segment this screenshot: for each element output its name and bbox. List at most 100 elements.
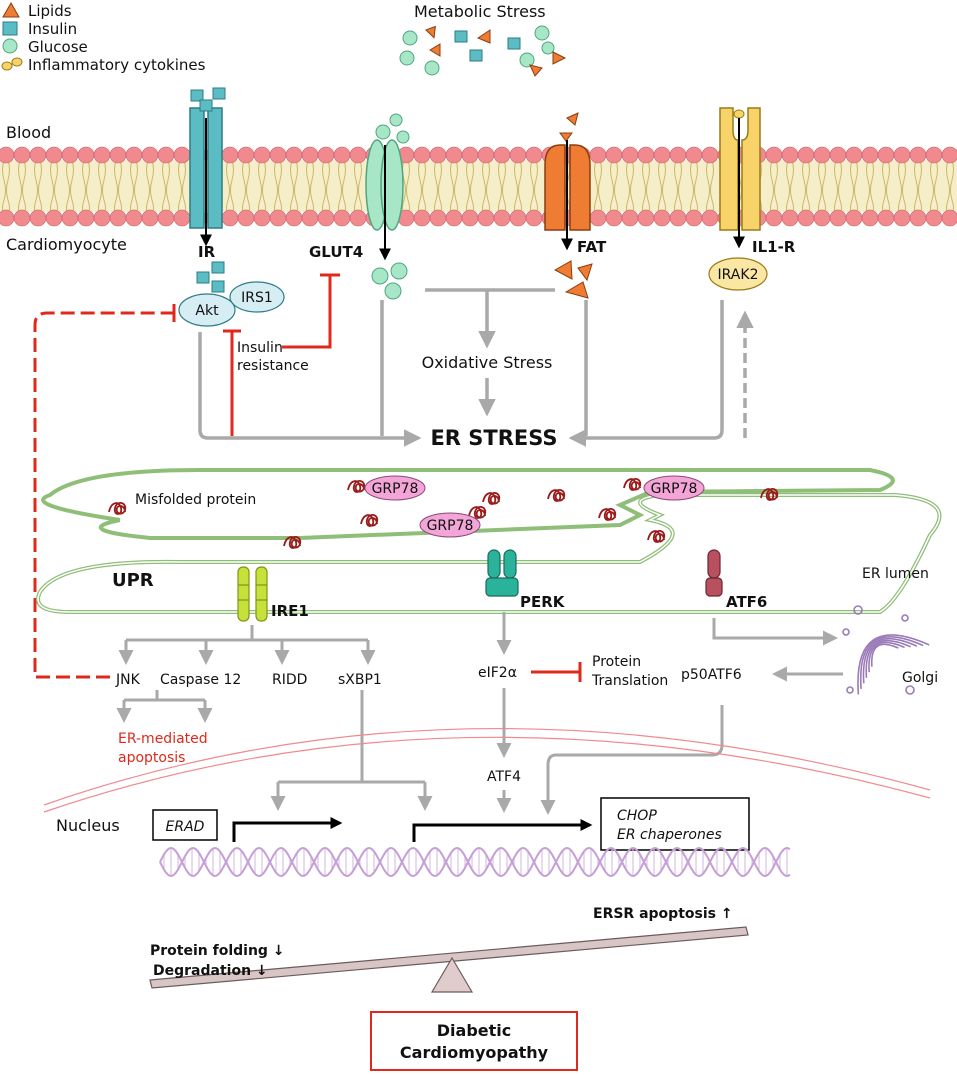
er-apoptosis-line2: apoptosis (118, 750, 185, 766)
protein-translation-line2: Translation (591, 673, 668, 689)
misfolded-protein-icon (468, 506, 487, 519)
insulin-resistance-line2: resistance (237, 358, 309, 374)
cytokine-legend-icon (1, 61, 13, 71)
lipid-legend-icon (2, 1, 20, 18)
misfolded-protein-icon (598, 508, 617, 521)
ersr-apoptosis-label: ERSR apoptosis ↑ (593, 906, 733, 922)
er-lumen-label: ER lumen (862, 566, 929, 582)
p50atf6-label: p50ATF6 (681, 667, 742, 683)
protein-translation-line1: Protein (592, 654, 641, 670)
misfolded-protein-icon (760, 488, 779, 501)
il1-receptor (719, 107, 761, 249)
metabolic-stress-label: Metabolic Stress (414, 2, 546, 21)
upr-label: UPR (112, 570, 154, 591)
misfolded-protein-icon (360, 514, 379, 527)
internalized-insulin (211, 261, 225, 274)
fat-transporter (544, 112, 593, 299)
er-apoptosis-line1: ER-mediated (118, 731, 208, 747)
misfolded-protein-icon (647, 530, 666, 543)
irs1-node (229, 281, 285, 313)
atf6-sensor (705, 549, 723, 597)
irak2-label: IRAK2 (718, 267, 759, 283)
chop-transcription-arrow (412, 819, 593, 842)
chop-label: CHOP (617, 808, 657, 824)
legend-cytokines: Inflammatory cytokines (28, 56, 206, 74)
blood-label: Blood (6, 123, 51, 142)
cell-membrane (0, 146, 957, 227)
fat-label: FAT (577, 238, 607, 256)
legend-insulin: Insulin (28, 20, 77, 38)
golgi-label: Golgi (902, 670, 938, 686)
insulin-resistance-inhibition (223, 273, 340, 436)
legend-glucose: Glucose (28, 38, 88, 56)
translation-inhibition (531, 662, 582, 682)
insulin-receptor (189, 87, 226, 247)
internalized-insulin (196, 271, 210, 284)
misfolded-protein-icon (347, 480, 366, 493)
ire1-label: IRE1 (271, 602, 309, 620)
balance-scale (149, 926, 749, 993)
ire1-branches (116, 625, 433, 811)
ridd-label: RIDD (272, 672, 307, 688)
misfolded-protein-icon (547, 489, 566, 502)
grp78-label-2: GRP78 (427, 518, 474, 534)
atf6-label: ATF6 (726, 593, 767, 611)
akt-node (178, 293, 236, 327)
grp78-node (643, 475, 705, 501)
outcome-line2: Cardiomyopathy (400, 1043, 549, 1062)
internalized-insulin (211, 280, 225, 293)
chop-box (600, 797, 750, 851)
grp78-label-3: GRP78 (651, 481, 698, 497)
misfolded-protein-icon (623, 478, 642, 491)
sxbp1-label: sXBP1 (338, 672, 382, 688)
ire1-sensor (237, 566, 268, 622)
atf6-branch (540, 618, 843, 815)
grp78-node (419, 512, 481, 538)
jnk-label: JNK (115, 672, 141, 688)
dna-helix (159, 847, 791, 877)
caspase12-label: Caspase 12 (160, 672, 241, 688)
atf4-label: ATF4 (487, 769, 521, 785)
metabolic-stress-molecules (399, 25, 567, 77)
insulin-resistance-line1: Insulin (237, 340, 283, 356)
outcome-box (370, 1011, 578, 1071)
erad-box (152, 809, 218, 841)
flows-to-er-stress (198, 288, 754, 447)
il1r-label: IL1-R (752, 238, 796, 256)
irs1-label: IRS1 (241, 290, 273, 306)
eif2a-label: eIF2α (478, 665, 517, 681)
grp78-label-1: GRP78 (372, 481, 419, 497)
jnk-akt-inhibition (33, 304, 176, 679)
perk-label: PERK (520, 593, 566, 611)
glut4-transporter (365, 113, 410, 300)
grp78-node (364, 475, 426, 501)
misfolded-protein-icon (108, 502, 127, 515)
oxidative-stress-label: Oxidative Stress (422, 353, 553, 372)
glucose-legend-icon (2, 38, 18, 54)
akt-label: Akt (195, 303, 219, 319)
er-stress-label: ER STRESS (430, 426, 557, 450)
legend: Lipids Insulin Glucose Inflammatory cyto… (1, 1, 206, 74)
protein-folding-label: Protein folding ↓ (150, 943, 285, 959)
golgi-apparatus (842, 605, 930, 695)
misfolded-protein-icon (283, 536, 302, 549)
misfolded-proteins (108, 478, 779, 549)
legend-lipids: Lipids (28, 2, 72, 20)
cardiomyocyte-label: Cardiomyocyte (6, 235, 127, 254)
misfolded-protein-icon (482, 492, 501, 505)
erad-transcription-arrow (232, 817, 343, 842)
misfolded-protein-label: Misfolded protein (135, 492, 256, 508)
erad-label: ERAD (166, 819, 205, 835)
nuclear-envelope (43, 727, 931, 813)
cytokine-legend-icon-2 (11, 57, 23, 67)
glut4-label: GLUT4 (309, 243, 363, 261)
perk-sensor (485, 549, 519, 597)
er-chaperones-label: ER chaperones (617, 827, 722, 843)
degradation-label: Degradation ↓ (153, 963, 268, 979)
ir-label: IR (198, 243, 216, 261)
outcome-line1: Diabetic (437, 1021, 511, 1040)
insulin-legend-icon (2, 21, 18, 36)
irak2-node (708, 257, 768, 291)
nucleus-label: Nucleus (56, 816, 120, 835)
